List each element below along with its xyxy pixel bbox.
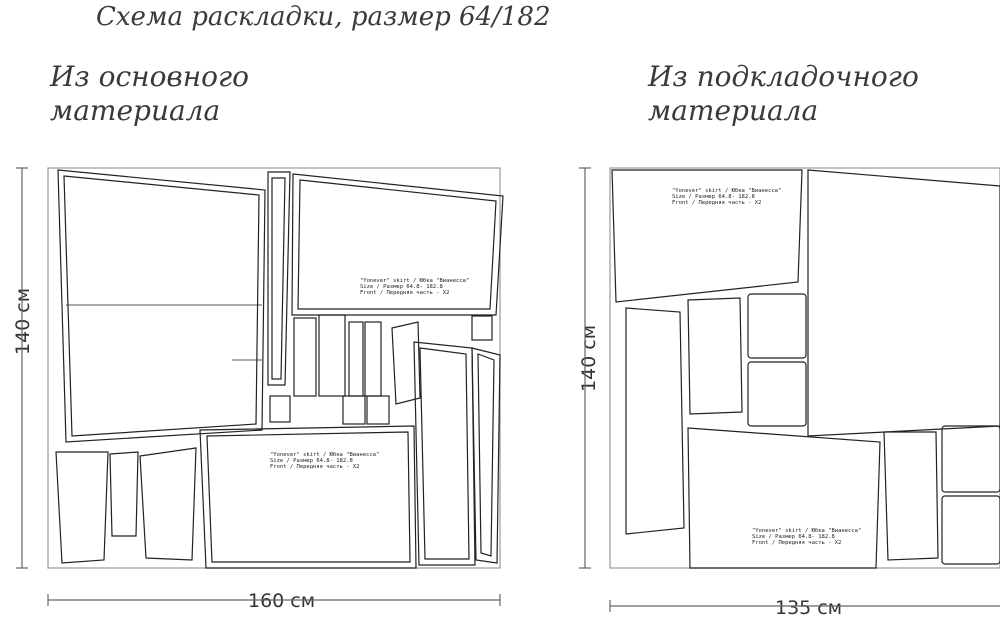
lining-label-front-1-line1: "Yonever" skirt / Юбка "Вианесса" [672,187,781,194]
piece-waistband-2 [471,347,501,564]
piece-label-front-1-line3: Front / Передняя часть - X2 [360,290,449,296]
lining-fabric-heading: Из подкладочного материала [648,60,919,128]
piece-waistband-1 [267,171,291,386]
lining-piece-side-2 [687,297,743,415]
lining-piece-small-1 [747,293,807,359]
lining-label-front-1-line2: Size / Размер 64.8- 182.8 [672,194,755,200]
page-title: Схема раскладки, размер 64/182 [96,2,551,32]
lining-label-front-2-line2: Size / Размер 64.8- 182.8 [752,534,835,540]
lining-piece-small-4 [941,495,1000,565]
lining-fabric-heading-line2: материала [648,94,819,127]
lining-label-front-2-line3: Front / Передняя часть - X2 [752,540,841,546]
piece-label-front-2-line3: Front / Передняя часть - X2 [270,464,359,470]
piece-facing-1 [55,451,109,564]
main-fabric-heading-line1: Из основного [50,60,250,93]
piece-side-panel [413,341,476,566]
lining-piece-side [625,307,685,535]
piece-label-front-2-line2: Size / Размер 64.8- 182.8 [270,458,353,464]
lining-piece-small-3 [941,425,1000,493]
piece-facing-2 [109,451,139,537]
main-fabric-outline [47,167,501,569]
lining-width-label: 135 см [775,597,843,619]
piece-facing-3 [139,447,197,561]
lining-piece-facing [883,431,939,561]
lining-fabric-heading-line1: Из подкладочного [648,60,919,93]
lining-piece-front-bottom [687,427,881,569]
piece-pocket-1 [293,317,317,397]
piece-back-panel [57,169,266,443]
main-width-label: 160 см [248,590,316,612]
main-fabric-heading: Из основного материала [50,60,249,128]
piece-label-front-1-line2: Size / Размер 64.8- 182.8 [360,284,443,290]
lining-fabric-layout [579,167,1000,612]
main-fabric-layout [16,167,504,606]
lining-piece-back [807,169,1000,437]
piece-front-panel-1 [291,173,504,316]
main-fabric-heading-line2: материала [50,94,221,127]
piece-label-front-1-line1: "Yonever" skirt / Юбка "Вианесса" [360,277,469,284]
lining-piece-small-2 [747,361,807,427]
lining-piece-front-top [611,169,803,303]
lining-label-front-1-line3: Front / Передняя часть - X2 [672,200,761,206]
piece-front-panel-2 [199,425,417,569]
lining-label-front-2-line1: "Yonever" skirt / Юбка "Вианесса" [752,527,861,534]
piece-pocket-2 [391,321,421,405]
piece-label-front-2-line1: "Yonever" skirt / Юбка "Вианесса" [270,451,379,458]
